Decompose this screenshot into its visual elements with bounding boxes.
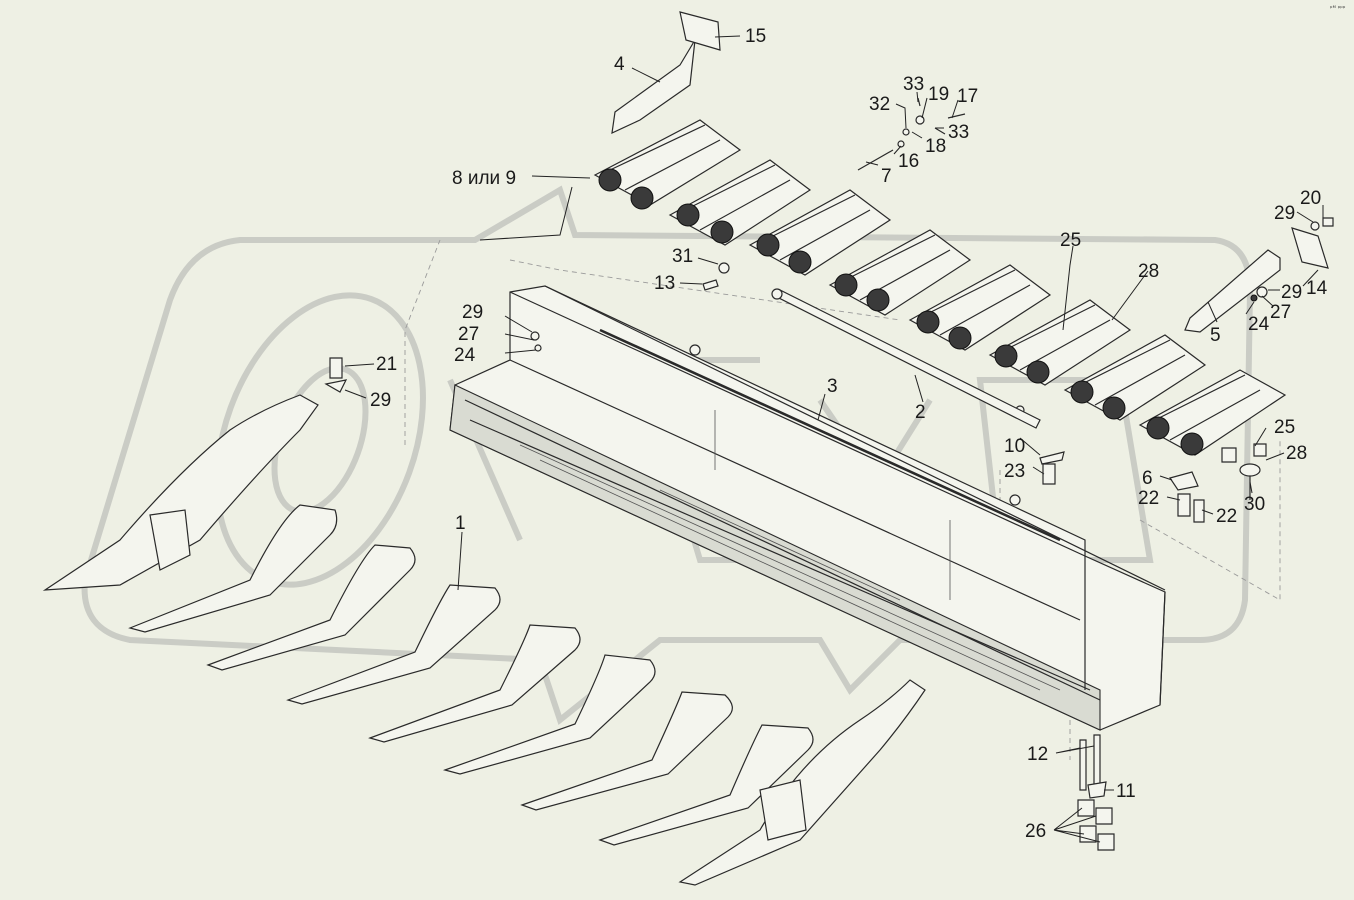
left-end-divider bbox=[42, 394, 319, 591]
callout-14: 14 bbox=[1306, 278, 1328, 299]
drive-shaft bbox=[771, 288, 1041, 429]
callout-7: 7 bbox=[881, 166, 892, 187]
bottom-right-hardware bbox=[1077, 734, 1115, 851]
row-unit bbox=[988, 299, 1132, 386]
callout-32: 32 bbox=[869, 94, 890, 115]
right-end-divider bbox=[678, 679, 926, 886]
callout-27: 27 bbox=[458, 324, 479, 345]
row-unit bbox=[748, 189, 892, 276]
callout-5: 5 bbox=[1210, 325, 1221, 346]
divider-snout bbox=[128, 504, 338, 633]
callout-21: 21 bbox=[376, 354, 397, 375]
callout-29: 29 bbox=[1281, 282, 1302, 303]
callout-24: 24 bbox=[454, 345, 476, 366]
callout-25: 25 bbox=[1060, 230, 1081, 251]
callout-22: 22 bbox=[1216, 506, 1237, 527]
callout-25: 25 bbox=[1274, 417, 1295, 438]
callout-20: 20 bbox=[1300, 188, 1321, 209]
callout-6: 6 bbox=[1142, 468, 1153, 489]
row-unit bbox=[1063, 334, 1207, 421]
callout-33: 33 bbox=[948, 122, 969, 143]
main-frame bbox=[449, 285, 1166, 731]
callout-33: 33 bbox=[903, 74, 924, 95]
leader-lines bbox=[344, 35, 1324, 843]
callout-10: 10 bbox=[1004, 436, 1025, 457]
callout-19: 19 bbox=[928, 84, 949, 105]
callout-16: 16 bbox=[898, 151, 919, 172]
callout-2: 2 bbox=[915, 402, 926, 423]
divider-snout bbox=[520, 691, 733, 811]
callout-12: 12 bbox=[1027, 744, 1048, 765]
right-side-plate bbox=[1184, 227, 1329, 333]
corner-mark: ᵖᴹ ᵖᵖᵖ bbox=[1330, 5, 1346, 12]
callout-11: 11 bbox=[1116, 781, 1136, 802]
callout-17: 17 bbox=[957, 86, 978, 107]
callout-26: 26 bbox=[1025, 821, 1046, 842]
row-units bbox=[593, 119, 1287, 456]
fasteners bbox=[324, 97, 1334, 393]
crop-dividers bbox=[42, 394, 926, 886]
callout-24: 24 bbox=[1248, 314, 1270, 335]
callout-18: 18 bbox=[925, 136, 946, 157]
callout-23: 23 bbox=[1004, 461, 1025, 482]
row-unit bbox=[1138, 369, 1287, 456]
callouts: 15 4 33 32 19 17 33 18 16 7 8 или 9 20 2… bbox=[370, 26, 1328, 842]
divider-snout bbox=[368, 624, 581, 743]
left-side-plate bbox=[611, 11, 721, 135]
right-hardware bbox=[1039, 443, 1267, 523]
divider-snout bbox=[286, 584, 501, 705]
callout-1: 1 bbox=[455, 513, 466, 534]
row-unit bbox=[668, 159, 812, 246]
callout-3: 3 bbox=[827, 376, 838, 397]
callout-30: 30 bbox=[1244, 494, 1265, 515]
callout-4: 4 bbox=[614, 54, 625, 75]
callout-29: 29 bbox=[1274, 203, 1295, 224]
callout-8-or-9: 8 или 9 bbox=[452, 168, 516, 189]
divider-snout bbox=[442, 654, 656, 775]
callout-29: 29 bbox=[462, 302, 483, 323]
callout-31: 31 bbox=[672, 246, 693, 267]
callout-28: 28 bbox=[1286, 443, 1307, 464]
callout-13: 13 bbox=[654, 273, 675, 294]
callout-29: 29 bbox=[370, 390, 391, 411]
callout-22: 22 bbox=[1138, 488, 1159, 509]
row-unit bbox=[828, 229, 972, 316]
divider-snout bbox=[206, 544, 416, 671]
callout-28: 28 bbox=[1138, 261, 1159, 282]
divider-snout bbox=[598, 724, 814, 846]
row-unit bbox=[593, 119, 742, 210]
callout-27: 27 bbox=[1270, 302, 1291, 323]
row-unit bbox=[908, 264, 1052, 351]
callout-15: 15 bbox=[745, 26, 766, 47]
